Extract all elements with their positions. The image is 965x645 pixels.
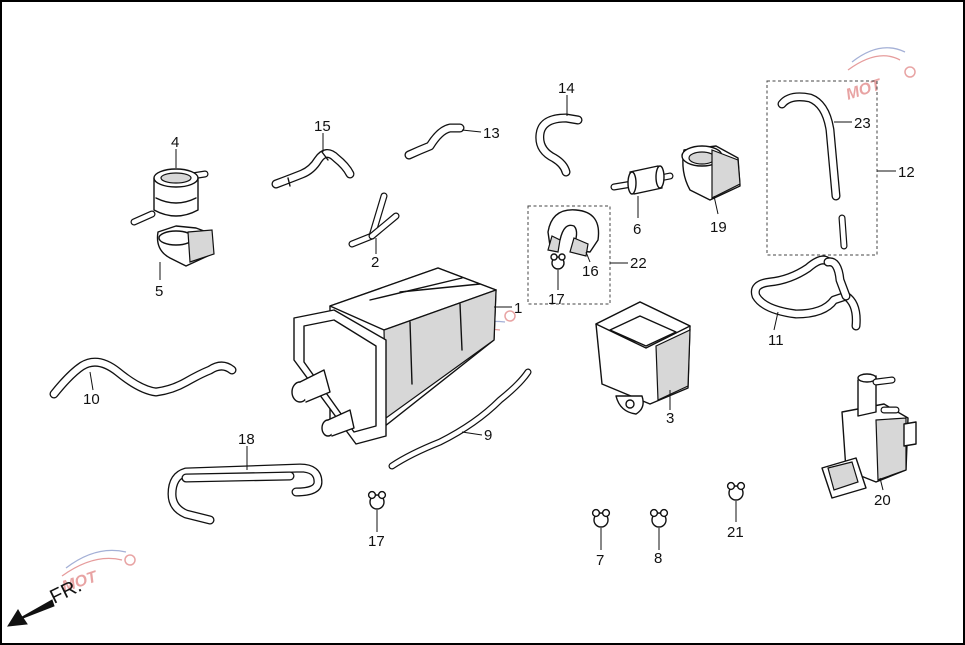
part-5-bracket [156,225,215,267]
part-20-solenoid-valve [821,373,917,499]
part-21-clamp [726,481,746,501]
part-17-clamp-lower [367,490,387,510]
part-19-holder [681,145,741,201]
label-part-1: 1 [514,300,522,317]
group-22-box [527,205,611,305]
label-part-16: 16 [582,263,599,280]
arrow-down-left-icon [7,599,55,627]
label-part-3: 3 [666,410,674,427]
part-9-hose [388,368,532,470]
label-part-11: 11 [768,332,784,349]
label-part-7: 7 [596,552,604,569]
part-15-hose [271,149,355,189]
part-14-hose [535,113,583,177]
part-23-hose [777,92,848,250]
label-part-13: 13 [483,125,500,142]
part-4-filter [130,168,209,226]
part-13-hose [404,123,465,160]
group-12-box [766,80,878,256]
label-part-22: 22 [630,255,647,272]
label-part-4: 4 [171,134,179,151]
label-part-18: 18 [238,431,255,448]
part-16-clip [547,209,600,257]
part-7-clamp [591,508,611,528]
label-part-2: 2 [371,254,379,271]
label-part-10: 10 [83,391,100,408]
leader-lines [89,95,896,550]
label-part-17-upper: 17 [548,291,565,308]
label-part-17-lower: 17 [368,533,385,550]
part-6-inline-filter [610,165,674,195]
label-part-8: 8 [654,550,662,567]
part-18-pipe [167,463,323,525]
watermark-text-top-right: MOT [844,76,884,104]
label-part-21: 21 [727,524,744,541]
label-part-5: 5 [155,283,163,300]
part-3-bracket [595,301,691,415]
label-part-14: 14 [558,80,575,97]
gear-icon [904,66,916,78]
label-part-23: 23 [854,115,871,132]
label-part-20: 20 [874,492,891,509]
label-part-15: 15 [314,118,331,135]
front-direction-indicator: FR. [7,575,85,627]
part-17-clamp-upper [550,253,566,270]
part-10-hose [49,357,237,399]
part-1-canister [291,267,497,445]
watermark-logo-top-right: MOT [844,47,916,104]
gear-icon [124,554,136,566]
gear-icon [504,310,516,322]
part-2-y-fitting [348,192,400,248]
label-part-6: 6 [633,221,641,238]
label-part-19: 19 [710,219,727,236]
label-part-12: 12 [898,164,915,181]
part-8-clamp [649,508,669,528]
label-part-9: 9 [484,427,492,444]
part-11-hose [750,255,861,331]
